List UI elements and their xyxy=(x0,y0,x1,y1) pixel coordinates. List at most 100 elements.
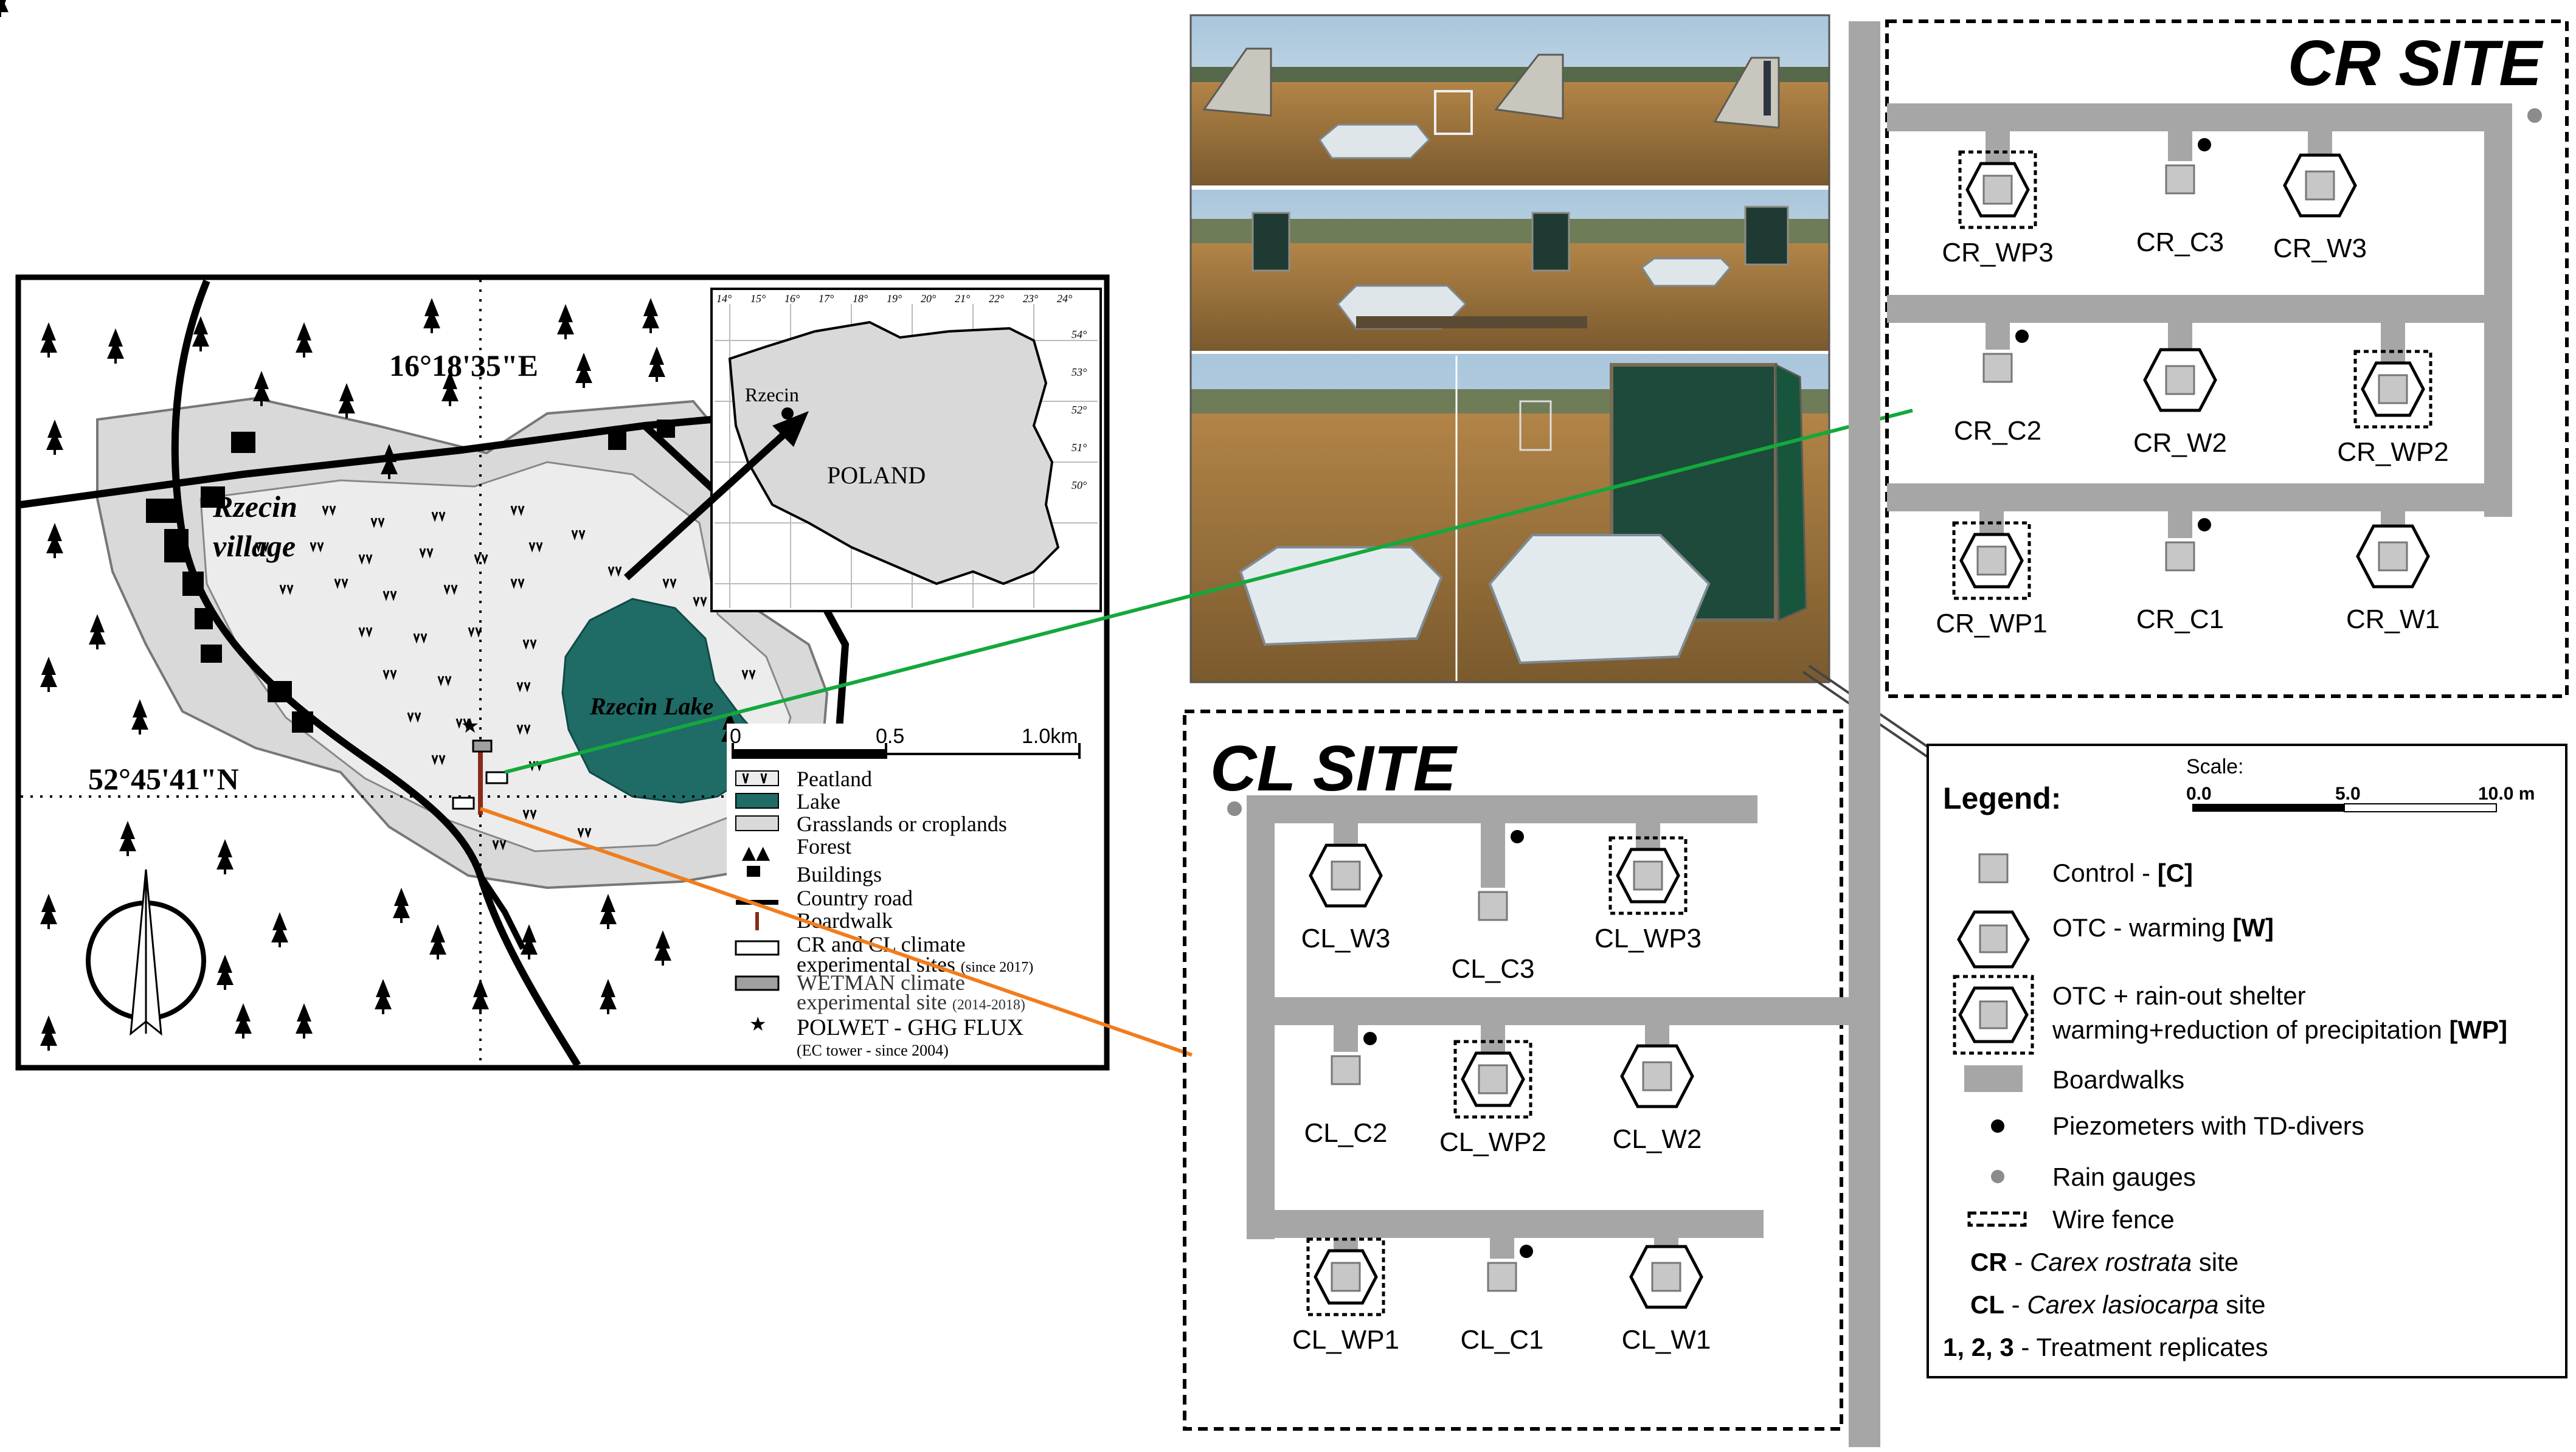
map-legend-buildings: Buildings xyxy=(797,862,882,887)
photo-cr-site-2 xyxy=(1191,190,1829,351)
legend-scale-title: Scale: xyxy=(2186,755,2244,778)
map-legend-grasslands: Grasslands or croplands xyxy=(797,812,1007,836)
inset-lon-tick: 14° xyxy=(716,292,732,305)
inset-lon-tick: 20° xyxy=(921,292,936,305)
map-legend-cr-cl-sites: CR and CL climate xyxy=(797,932,966,956)
legend-otc-shelter-label: OTC + rain-out shelter xyxy=(2052,981,2306,1010)
plot-cr-c2: CR_C2 xyxy=(1954,323,2041,446)
piezometer xyxy=(2198,138,2211,151)
legend-piezometer-label: Piezometers with TD-divers xyxy=(2052,1111,2364,1140)
plot-cr-w2: CR_W2 xyxy=(2133,323,2227,458)
inset-lon-tick: 22° xyxy=(989,292,1004,305)
legend-otc-label: OTC - warming [W] xyxy=(2052,913,2274,942)
plot-label: CR_WP1 xyxy=(1936,609,2047,638)
forest-trees xyxy=(0,0,763,1051)
inset-lon-tick: 15° xyxy=(750,292,766,305)
lake-name: Rzecin Lake xyxy=(589,693,713,720)
plot-label: CL_WP1 xyxy=(1292,1325,1399,1355)
legend-title: Legend: xyxy=(1943,781,2061,815)
inset-lon-tick: 23° xyxy=(1023,292,1038,305)
plot-label: CL_W2 xyxy=(1613,1124,1702,1154)
village-name: Rzecin xyxy=(212,489,297,524)
legend-cr-code: CR - Carex rostrata site xyxy=(1970,1248,2238,1276)
legend-piezometer-symbol xyxy=(1991,1119,2004,1133)
map-legend-polwet-2: (EC tower - since 2004) xyxy=(797,1042,949,1059)
plot-label: CR_WP3 xyxy=(1942,238,2053,268)
legend-wire-fence-symbol xyxy=(1967,1211,2027,1227)
piezometer xyxy=(1520,1245,1533,1258)
legend-control-label: Control - [C] xyxy=(2052,859,2193,887)
plot-cr-wp3: CR_WP3 xyxy=(1942,131,2054,268)
cr-boardwalks xyxy=(1887,103,2512,517)
buildings xyxy=(146,420,675,733)
plot-label: CR_W3 xyxy=(2273,233,2367,263)
map-legend-boardwalk: Boardwalk xyxy=(797,908,893,933)
plot-label: CL_WP3 xyxy=(1594,924,1702,953)
piezometer xyxy=(1511,830,1524,843)
piezometer xyxy=(2015,330,2029,343)
inset-lon-tick: 19° xyxy=(887,292,902,305)
map-legend: 0 0.5 1.0km ▲▲ ★ Peatland Lake Grassland… xyxy=(727,724,1092,1064)
legend-rain-gauge-label: Rain gauges xyxy=(2052,1163,2196,1191)
plot-cl-c3: CL_C3 xyxy=(1452,823,1534,984)
longitude-label: 16°18'35"E xyxy=(389,348,538,382)
plot-label: CR_C2 xyxy=(1954,416,2041,446)
plot-cr-wp2: CR_WP2 xyxy=(2337,323,2449,467)
scale-tick-10: 10.0 m xyxy=(2478,784,2535,804)
legend-replicates-code: 1, 2, 3 - Treatment replicates xyxy=(1943,1333,2268,1361)
inset-lon-tick: 24° xyxy=(1057,292,1072,305)
legend-control-symbol xyxy=(1978,853,2009,883)
legend-boardwalks-label: Boardwalks xyxy=(2052,1065,2184,1094)
inset-pointer-arrowhead xyxy=(772,411,809,447)
cr-site-connector xyxy=(504,409,1913,774)
svg-text:★: ★ xyxy=(749,1012,767,1035)
map-legend-forest: Forest xyxy=(797,834,851,859)
ec-tower-star: ★ xyxy=(461,714,479,738)
plot-cr-wp1: CR_WP1 xyxy=(1936,511,2048,638)
map-legend-peatland: Peatland xyxy=(797,767,872,791)
map-legend-lake: Lake xyxy=(797,789,840,814)
plot-label: CR_W1 xyxy=(2346,604,2440,634)
inset-lat-tick: 54° xyxy=(1072,328,1087,341)
plot-cl-w2: CL_W2 xyxy=(1613,1025,1702,1154)
inset-lat-tick: 52° xyxy=(1072,404,1087,416)
legend-otc-symbol xyxy=(1957,910,2030,969)
village-name-2: village xyxy=(213,529,296,563)
inset-pointer-arrow xyxy=(623,423,797,581)
plot-cr-c1: CR_C1 xyxy=(2136,511,2224,634)
cl-site-connector xyxy=(480,807,1193,1057)
legend-panel: Legend: Scale: 0.0 5.0 10.0 m Control - … xyxy=(1927,744,2567,1378)
cl-site-marker xyxy=(452,797,475,810)
map-legend-wetman: WETMAN climate xyxy=(797,970,965,995)
plot-cr-w1: CR_W1 xyxy=(2346,511,2440,634)
site-photos xyxy=(1189,14,1830,683)
map-legend-cr-cl-sites-2: experimental sites (since 2017) xyxy=(797,952,1033,977)
map-scale-mid: 0.5 xyxy=(876,725,904,748)
poland-outline xyxy=(728,320,1060,586)
inset-town: Rzecin xyxy=(745,384,799,406)
scale-tick-0: 0.0 xyxy=(2186,784,2212,804)
legend-otc-shelter-label-2: warming+reduction of precipitation [WP] xyxy=(2052,1015,2507,1044)
map-scale-zero: 0 xyxy=(730,725,741,748)
piezometer xyxy=(2198,518,2211,531)
inset-country: POLAND xyxy=(827,462,926,489)
map-legend-country-road: Country road xyxy=(797,886,913,910)
plot-label: CR_WP2 xyxy=(2337,437,2448,467)
inset-lon-tick: 16° xyxy=(784,292,800,305)
plot-cr-w3: CR_W3 xyxy=(2273,131,2367,263)
inset-lat-tick: 51° xyxy=(1072,441,1087,454)
cr-site-marker xyxy=(485,771,508,784)
peatland-symbols xyxy=(2,0,756,849)
latitude-label: 52°45'41"N xyxy=(88,762,239,796)
location-map: ★ 16°18'35"E 52°45'41"N Rzecin village R… xyxy=(0,0,1110,1071)
photo-cr-site-3 xyxy=(1191,354,1829,682)
scale-tick-5: 5.0 xyxy=(2335,784,2361,804)
plot-cl-wp3: CL_WP3 xyxy=(1594,823,1702,953)
map-scale-end: 1.0km xyxy=(1022,725,1078,748)
inset-lat-tick: 50° xyxy=(1072,479,1087,491)
plot-label: CR_C3 xyxy=(2136,227,2224,257)
plot-label: CL_C1 xyxy=(1461,1325,1544,1355)
inset-lon-tick: 18° xyxy=(853,292,868,305)
